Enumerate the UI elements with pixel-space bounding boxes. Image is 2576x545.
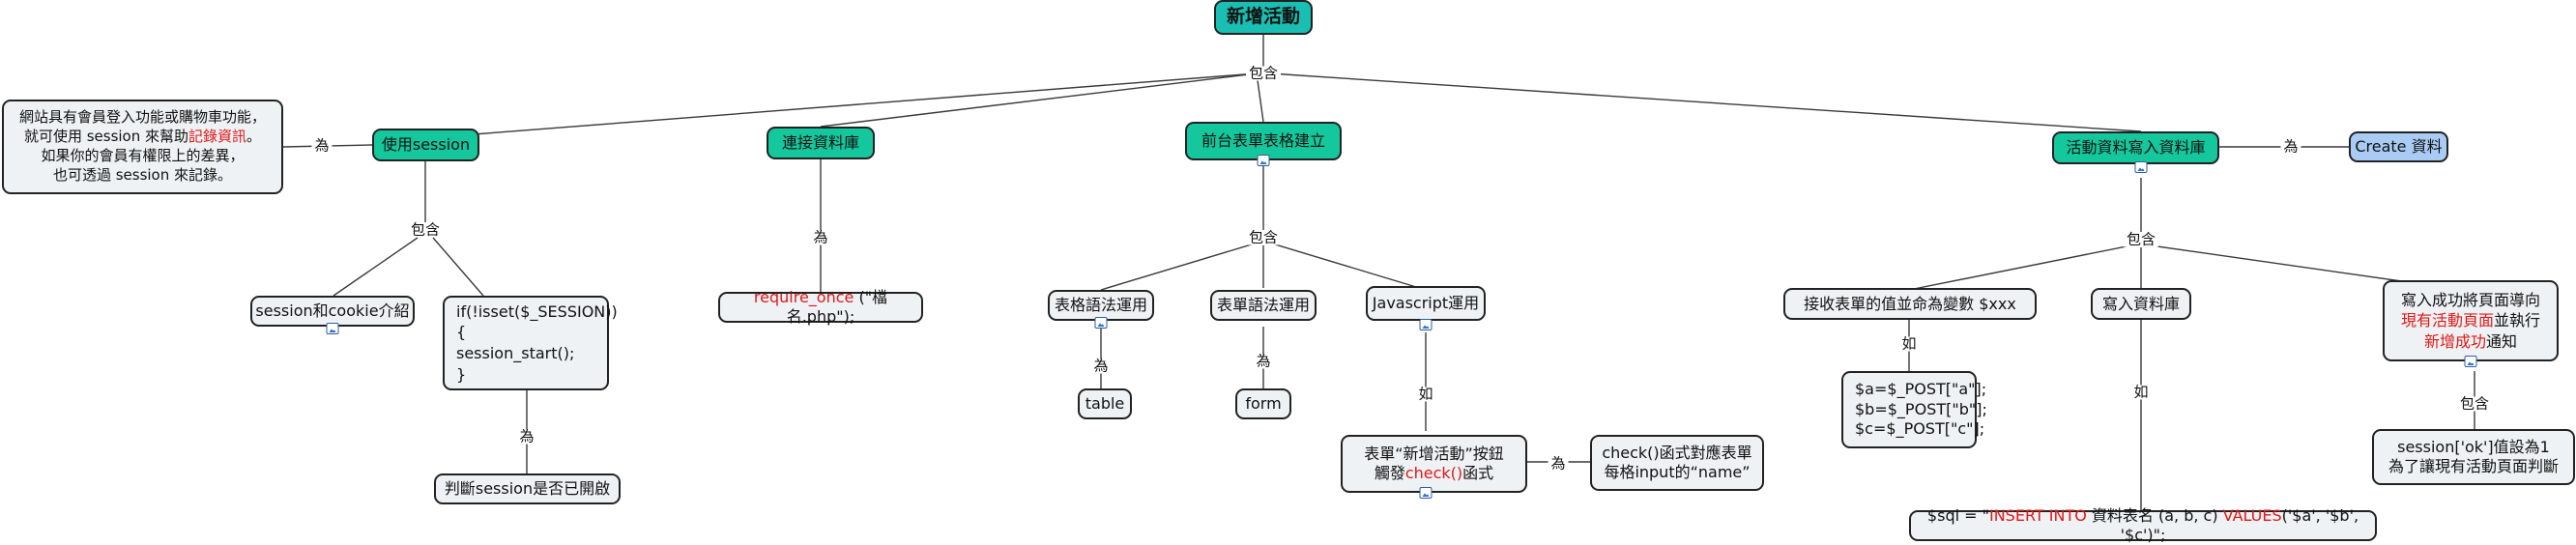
table-usage-node[interactable]: 表格語法運用 (1048, 290, 1154, 321)
edge-label-example: 如 (1898, 336, 1920, 352)
redirect-node[interactable]: 寫入成功將頁面導向 現有活動頁面並執行 新增成功通知 (2383, 280, 2559, 361)
image-attachment-icon (1419, 319, 1433, 330)
insert-db-node[interactable]: 寫入資料庫 (2091, 288, 2191, 320)
require-once-node[interactable]: require_once ("檔名.php"); (718, 288, 923, 326)
edge-label-contains: 包含 (1245, 230, 1282, 245)
edge-label-for: 為 (516, 429, 537, 445)
highlight-text: check() (1404, 464, 1463, 482)
form-usage-node[interactable]: 表單語法運用 (1210, 290, 1317, 321)
highlight-text: 新增成功 (2423, 331, 2486, 351)
edge-label-for: 為 (1253, 354, 1274, 369)
edge-label-for: 為 (2280, 139, 2301, 155)
session-judge-node[interactable]: 判斷session是否已開啟 (434, 473, 621, 504)
session-ok-node[interactable]: session['ok']值設為1 為了讓現有活動頁面判斷 (2372, 429, 2575, 485)
edge-label-for: 為 (1090, 359, 1112, 374)
receive-form-node[interactable]: 接收表單的值並命為變數 $xxx (1783, 288, 2037, 320)
edge-label-contains: 包含 (2456, 396, 2493, 412)
text-run: 。 如果你的會員有權限上的差異， 也可透過 session 來記錄。 (41, 128, 262, 184)
highlight-text: 記錄資訊 (188, 128, 247, 146)
text-run: 資料表名 (a, b, c) (2086, 506, 2223, 525)
rich-text: require_once ("檔名.php"); (720, 288, 921, 327)
highlight-text: 現有活動頁面 (2400, 311, 2494, 330)
write-database-topic[interactable]: 活動資料寫入資料庫 (2052, 131, 2219, 164)
database-topic[interactable]: 連接資料庫 (767, 127, 875, 159)
form-node[interactable]: form (1235, 388, 1291, 419)
highlight-text: INSERT INTO (1988, 506, 2087, 525)
text-run: 表單“新增活動”按鈕 觸發 (1364, 445, 1504, 482)
text-run: 函式 (1462, 464, 1494, 482)
table-node[interactable]: table (1078, 388, 1132, 419)
check-button-node[interactable]: 表單“新增活動”按鈕 觸發check()函式 (1341, 435, 1527, 493)
image-attachment-icon (2134, 161, 2148, 173)
rich-text: 寫入成功將頁面導向 現有活動頁面並執行 新增成功通知 (2401, 290, 2540, 353)
text-run: 通知 (2486, 331, 2518, 351)
edge-label-contains: 包含 (1245, 66, 1282, 81)
text-run: ("檔名.php"); (786, 288, 888, 326)
highlight-text: VALUES (2222, 506, 2282, 525)
edge-label-contains: 包含 (2123, 232, 2159, 247)
sql-insert-node[interactable]: $sql = "INSERT INTO 資料表名 (a, b, c) VALUE… (1909, 506, 2377, 544)
edge-label-for: 為 (311, 138, 333, 154)
rich-text: $sql = "INSERT INTO 資料表名 (a, b, c) VALUE… (1911, 506, 2375, 545)
isset-code-node[interactable]: if(!isset($_SESSION)) { session_start();… (443, 296, 618, 390)
image-attachment-icon (326, 323, 339, 334)
highlight-text: require_once (753, 288, 854, 306)
edge-label-for: 為 (810, 230, 831, 245)
rich-text: 表單“新增活動”按鈕 觸發check()函式 (1364, 445, 1504, 483)
text-run: $sql = " (1926, 506, 1989, 525)
edge-label-contains: 包含 (407, 222, 444, 238)
rich-text: 網站具有會員登入功能或購物車功能， 就可使用 session 來幫助記錄資訊。 … (19, 108, 266, 185)
post-vars-node[interactable]: $a=$_POST["a"]; $b=$_POST["b"]; $c=$_POS… (1841, 371, 1987, 448)
text-run: ('$a', '$b', '$c')"; (2120, 506, 2359, 544)
session-note[interactable]: 網站具有會員登入功能或購物車功能， 就可使用 session 來幫助記錄資訊。 … (2, 100, 283, 194)
check-function-node[interactable]: check()函式對應表單 每格input的“name” (1590, 435, 1764, 491)
text-run: 寫入成功將頁面導向 (2400, 290, 2540, 309)
edge-label-example: 如 (2130, 385, 2152, 400)
create-data-node[interactable]: Create 資料 (2349, 131, 2448, 162)
text-run: 並執行 (2494, 311, 2541, 330)
edge-label-example: 如 (1415, 387, 1436, 402)
root-topic[interactable]: 新增活動 (1214, 0, 1313, 35)
image-attachment-icon (1094, 317, 1108, 329)
javascript-usage-node[interactable]: Javascript運用 (1366, 286, 1486, 321)
image-attachment-icon (1419, 487, 1433, 499)
image-attachment-icon (2464, 356, 2477, 367)
image-attachment-icon (1257, 155, 1270, 166)
text-run: 網站具有會員登入功能或購物車功能， 就可使用 session 來幫助 (18, 108, 266, 146)
edge-label-for: 為 (1548, 456, 1569, 472)
session-topic[interactable]: 使用session (372, 129, 479, 161)
